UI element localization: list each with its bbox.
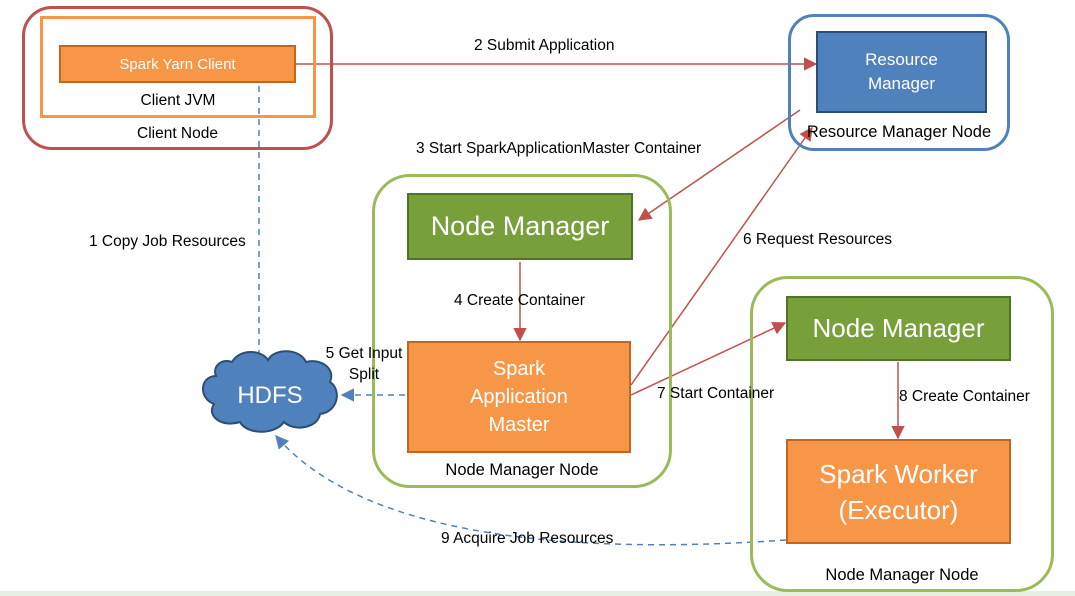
client-jvm-label: Client JVM <box>140 92 216 109</box>
hdfs-label: HDFS <box>237 382 303 409</box>
node-manager-2-box: Node Manager <box>786 296 1011 361</box>
spark-worker-box: Spark Worker (Executor) <box>786 439 1011 544</box>
step-5-label: 5 Get Input Split <box>325 345 403 383</box>
step-9-label: 9 Acquire Job Resources <box>441 530 614 547</box>
bottom-rule <box>0 591 1075 596</box>
spark-application-master-box: Spark Application Master <box>407 341 631 453</box>
edge-9-acquire-job-resources <box>275 434 787 546</box>
client-node-label: Client Node <box>137 125 218 142</box>
node-manager-1-box: Node Manager <box>407 193 633 260</box>
resource-manager-node-label: Resource Manager Node <box>806 123 992 141</box>
node-manager-node-2-label: Node Manager Node <box>825 566 979 584</box>
edge-6-request-resources <box>630 126 813 386</box>
node-manager-2-label: Node Manager <box>812 313 985 343</box>
edge-7-start-container <box>630 322 787 396</box>
resource-manager-box: Resource Manager <box>816 31 987 113</box>
spark-worker-label: Spark Worker (Executor) <box>819 458 978 525</box>
node-manager-node-1-frame <box>372 174 672 488</box>
resource-manager-node-frame <box>788 14 1010 151</box>
node-manager-1-label: Node Manager <box>430 211 610 241</box>
step-1-label: 1 Copy Job Resources <box>89 233 246 250</box>
spark-yarn-client-label: Spark Yarn Client <box>119 55 236 73</box>
step-2-label: 2 Submit Application <box>474 37 615 54</box>
step-6-label: 6 Request Resources <box>743 231 893 248</box>
hdfs-cloud-icon <box>202 350 338 433</box>
hdfs-label-box: HDFS <box>206 376 334 416</box>
step-7-label: 7 Start Container <box>657 385 775 402</box>
client-node-frame <box>22 6 333 150</box>
client-jvm-frame <box>40 16 316 118</box>
node-manager-node-1-label: Node Manager Node <box>445 461 599 479</box>
spark-yarn-client-box: Spark Yarn Client <box>59 45 296 83</box>
resource-manager-label: Resource Manager <box>865 50 938 93</box>
spark-application-master-label: Spark Application Master <box>470 358 568 436</box>
step-3-label: 3 Start SparkApplicationMaster Container <box>416 140 702 157</box>
node-manager-node-2-frame <box>750 276 1054 592</box>
step-8-label: 8 Create Container <box>899 388 1030 405</box>
step-4-label: 4 Create Container <box>454 292 585 309</box>
